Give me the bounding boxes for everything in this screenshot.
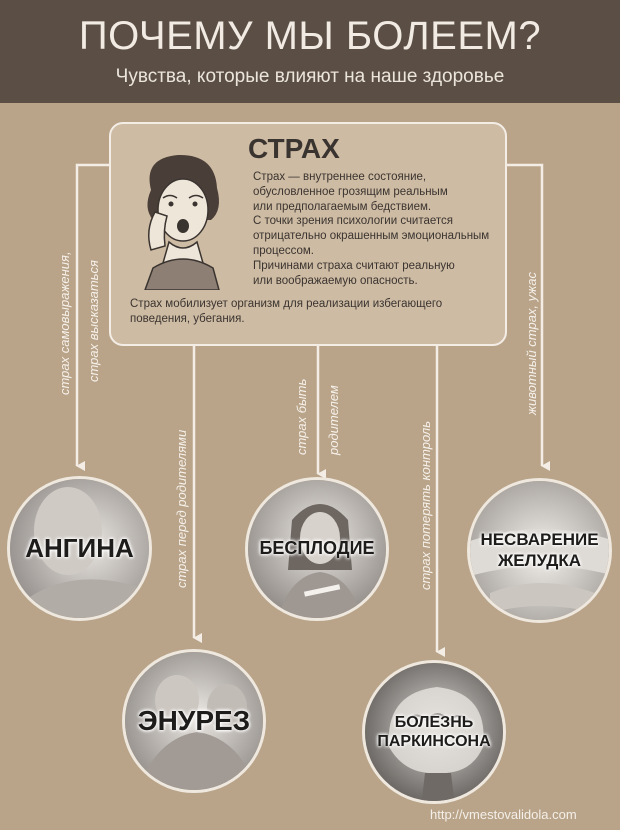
label-indigestion-fear: животный страх, ужас (524, 272, 539, 415)
page-title: ПОЧЕМУ МЫ БОЛЕЕМ? (78, 14, 542, 58)
infertility-photo (248, 480, 386, 618)
enuresis-label: ЭНУРЕЗ (137, 705, 251, 737)
label-angina-fear-2: страх высказаться (86, 260, 101, 382)
page-subtitle: Чувства, которые влияют на наше здоровье (115, 66, 505, 87)
fear-definition: Страх — внутреннее состояние, обусловлен… (253, 171, 490, 287)
disease-infertility: БЕСПЛОДИЕ (245, 477, 389, 621)
label-angina-fear-1: страх самовыражения, (57, 251, 72, 395)
parkinson-brain-photo (365, 663, 503, 801)
angina-label: АНГИНА (25, 532, 134, 563)
label-parkinson-fear: страх потерять контроль (418, 420, 433, 590)
disease-enuresis: ЭНУРЕЗ (122, 649, 266, 793)
label-enuresis-fear: страх перед родителями (174, 429, 189, 588)
enuresis-photo (125, 652, 263, 790)
fear-title: СТРАХ (248, 133, 340, 164)
angina-photo (10, 479, 149, 618)
label-infertility-fear-2: родителем (326, 385, 341, 455)
source-url[interactable]: http://vmestovalidola.com (430, 807, 577, 822)
disease-angina: АНГИНА (7, 476, 152, 621)
infertility-label: БЕСПЛОДИЕ (259, 538, 375, 559)
label-infertility-fear-1: страх быть (294, 378, 309, 455)
frightened-woman-illustration (144, 154, 220, 290)
indigestion-photo (470, 481, 609, 620)
header-banner: ПОЧЕМУ МЫ БОЛЕЕМ? Чувства, которые влияю… (0, 0, 620, 103)
fear-summary: Страх мобилизует организм для реализации… (130, 298, 443, 325)
